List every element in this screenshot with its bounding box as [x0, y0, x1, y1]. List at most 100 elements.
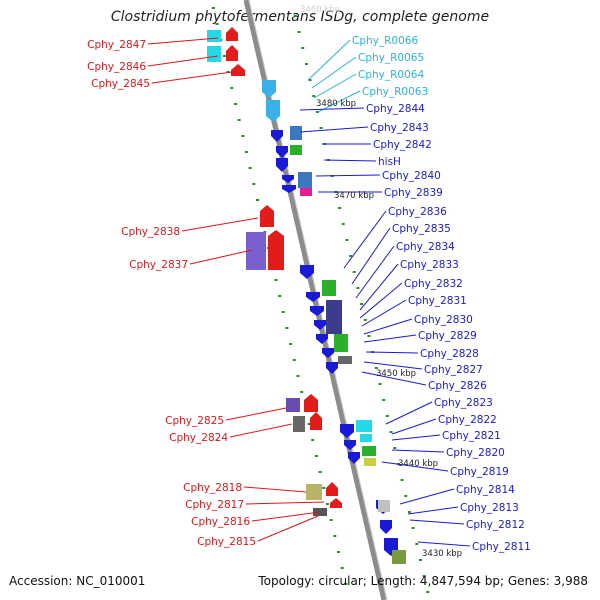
label-connector: [351, 227, 391, 285]
gene-label-right: Cphy_2814: [456, 484, 515, 496]
gene-label-left: Cphy_2818: [183, 482, 242, 494]
scale-label: 3470 kbp: [334, 191, 374, 201]
label-connectors: [147, 37, 471, 547]
gene-arrow-forward: [260, 205, 274, 227]
scale-label: 3440 kbp: [398, 459, 438, 469]
gene-label-right: hisH: [378, 156, 401, 168]
gene-label-left: Cphy_2816: [191, 516, 250, 528]
label-connector: [409, 519, 465, 525]
gene-label-right: Cphy_2831: [408, 295, 467, 307]
gene-arrow-reverse: [322, 348, 334, 358]
gene-block: [322, 280, 336, 296]
gene-block: [378, 500, 390, 512]
gene-block: [362, 446, 376, 456]
gene-arrow-forward: [226, 27, 238, 41]
label-connector: [299, 126, 369, 133]
scale-label: 3450 kbp: [376, 369, 416, 379]
gene-arrow-forward: [304, 394, 318, 412]
gene-arrow-reverse: [316, 334, 328, 344]
gene-block: [207, 30, 221, 42]
genome-summary-text: Topology: circular; Length: 4,847,594 bp…: [258, 574, 588, 588]
gene-label-right: Cphy_2836: [388, 206, 447, 218]
gene-block: [360, 434, 372, 442]
label-connector: [257, 515, 319, 542]
gene-arrow-reverse: [276, 146, 288, 158]
gene-label-right: Cphy_R0065: [358, 52, 424, 64]
label-connector: [417, 541, 471, 547]
label-connector: [307, 39, 351, 81]
gene-label-right: Cphy_2844: [366, 103, 425, 115]
gene-arrow-forward: [326, 482, 338, 496]
gene-block: [246, 232, 266, 270]
gene-label-right: Cphy_2827: [424, 364, 483, 376]
gene-label-right: Cphy_2832: [404, 278, 463, 290]
label-connector: [363, 334, 417, 343]
gene-block: [392, 550, 406, 564]
label-connector: [363, 361, 423, 370]
gene-label-left: Cphy_2838: [121, 226, 180, 238]
gene-arrow-reverse: [276, 158, 288, 172]
gene-block: [306, 484, 322, 500]
label-connector: [361, 371, 427, 386]
gene-label-right: Cphy_R0063: [362, 86, 428, 98]
label-connector: [317, 90, 361, 113]
scale-label: 3430 kbp: [422, 549, 462, 559]
label-connector: [361, 299, 407, 327]
gene-block: [364, 458, 376, 466]
label-connector: [245, 501, 325, 505]
gene-arrow-forward: [310, 412, 322, 430]
gene-label-right: Cphy_R0064: [358, 69, 424, 81]
gene-features: [207, 27, 406, 564]
map-title: Clostridium phytofermentans ISDg, comple…: [110, 9, 490, 25]
label-connector: [363, 318, 413, 335]
label-connector: [391, 418, 437, 435]
gene-arrow-reverse: [326, 362, 338, 374]
gene-label-left: Cphy_2815: [197, 536, 256, 548]
gene-labels: Cphy_2847Cphy_2846Cphy_2845Cphy_2838Cphy…: [87, 35, 531, 553]
label-connector: [147, 55, 219, 67]
gene-label-right: Cphy_2821: [442, 430, 501, 442]
gene-block: [338, 356, 352, 364]
gene-label-right: Cphy_2819: [450, 466, 509, 478]
gene-label-right: Cphy_2829: [418, 330, 477, 342]
label-connector: [407, 506, 459, 515]
gene-arrow-reverse: [271, 130, 283, 142]
gene-block: [293, 416, 305, 432]
label-connector: [365, 351, 419, 354]
label-connector: [391, 434, 441, 441]
gene-label-right: Cphy_2835: [392, 223, 451, 235]
gene-arrow-reverse: [314, 320, 326, 330]
label-connector: [251, 511, 321, 522]
gene-block: [207, 46, 221, 62]
label-connector: [315, 174, 381, 177]
gene-arrow-forward: [231, 64, 245, 76]
gene-label-right: Cphy_2823: [434, 397, 493, 409]
label-connector: [313, 73, 357, 99]
scale-label: 3460 kbp: [300, 5, 340, 15]
gene-label-left: Cphy_2825: [165, 415, 224, 427]
label-connector: [385, 401, 433, 425]
gene-block: [326, 300, 342, 334]
gene-label-left: Cphy_2837: [129, 259, 188, 271]
gene-arrow-reverse: [262, 80, 276, 98]
gene-arrow-reverse: [266, 100, 280, 122]
gene-arrow-reverse: [310, 306, 324, 316]
gene-block: [298, 172, 312, 188]
label-connector: [229, 423, 293, 438]
gene-label-right: Cphy_2812: [466, 519, 525, 531]
gene-label-left: Cphy_2824: [169, 432, 228, 444]
gene-label-right: Cphy_2826: [428, 380, 487, 392]
gene-arrow-reverse: [282, 175, 294, 183]
gene-label-right: Cphy_2843: [370, 122, 429, 134]
label-connector: [355, 245, 395, 299]
gene-arrow-reverse: [282, 185, 296, 193]
label-connector: [181, 217, 259, 232]
gene-arrow-reverse: [344, 440, 356, 450]
gene-arrow-reverse: [380, 520, 392, 534]
gene-block: [356, 420, 372, 432]
label-connector: [323, 159, 377, 162]
gene-block: [290, 145, 302, 155]
label-connector: [359, 263, 399, 311]
